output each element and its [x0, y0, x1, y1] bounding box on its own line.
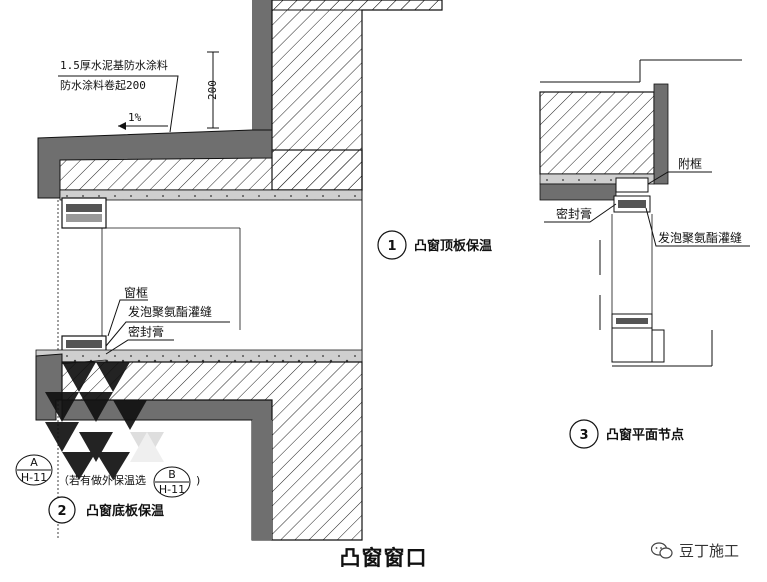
brand-name: 豆丁施工 — [678, 542, 739, 560]
brand-tag: 豆丁施工 — [650, 540, 739, 561]
watermark-logo — [45, 362, 164, 480]
ref-note: （若有做外保温选 — [58, 473, 146, 487]
node1-number: 1 — [387, 239, 396, 254]
top-insulation-layer — [37, 129, 273, 199]
ref-bubble-a: A H-11 — [15, 454, 53, 486]
label-foam-joint-left: 发泡聚氨酯灌缝 — [128, 304, 212, 319]
label-coating-2: 防水涂料卷起200 — [60, 78, 146, 92]
label-foam-joint-right: 发泡聚氨酯灌缝 — [658, 230, 742, 245]
top-wall-insulation — [252, 0, 272, 130]
ref-close: ) — [196, 474, 200, 487]
label-sealant-left: 密封膏 — [128, 324, 164, 339]
node3-number-circle — [569, 419, 599, 449]
top-window-frame — [61, 197, 107, 229]
figure-caption: 凸窗窗口 — [339, 546, 428, 570]
wechat-icon — [650, 541, 673, 560]
label-window-frame: 窗框 — [124, 286, 148, 300]
ref-bubble-b: B H-11 — [153, 466, 191, 498]
label-slope: 1% — [128, 111, 142, 124]
bottom-plate-section: 窗框 发泡聚氨酯灌缝 密封膏 A H-11 （若有做外保温选 B H-11 ) … — [15, 286, 363, 541]
top-plate-section: 200 1.5厚水泥基防水涂料 防水涂料卷起200 1% — [37, 0, 443, 540]
plan-sub-frame — [615, 177, 649, 193]
node1-title-group: 1 凸窗顶板保温 — [377, 230, 492, 260]
plan-concrete — [539, 91, 655, 175]
node3-number: 3 — [579, 428, 588, 443]
node2-title: 凸窗底板保温 — [86, 503, 164, 519]
plan-section: 附框 密封膏 发泡聚氨酯灌缝 3 凸窗平面节点 — [539, 59, 750, 449]
label-sub-frame: 附框 — [678, 157, 702, 171]
plan-insulation — [653, 83, 669, 185]
svg-text:B: B — [168, 468, 176, 481]
label-sealant-right: 密封膏 — [556, 206, 592, 221]
node2-number: 2 — [57, 504, 66, 519]
node1-title: 凸窗顶板保温 — [414, 238, 492, 254]
svg-text:H-11: H-11 — [159, 483, 185, 496]
dimension-200: 200 — [206, 80, 219, 100]
svg-text:H-11: H-11 — [21, 471, 47, 484]
label-coating-1: 1.5厚水泥基防水涂料 — [60, 58, 168, 72]
svg-text:A: A — [30, 456, 38, 469]
node2-number-circle — [48, 496, 76, 524]
node1-number-circle — [377, 230, 407, 260]
node3-title: 凸窗平面节点 — [606, 427, 684, 443]
